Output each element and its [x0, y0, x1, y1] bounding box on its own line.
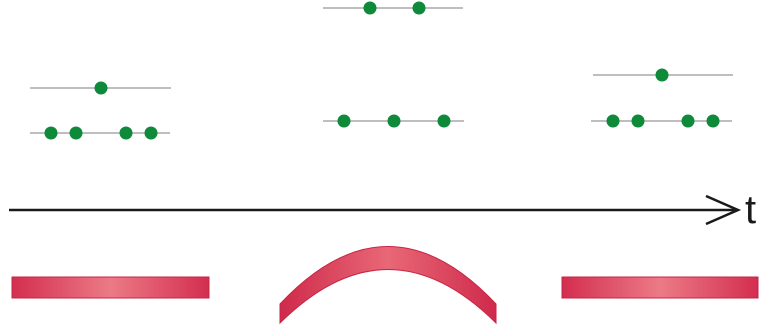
flat-plate-left	[12, 277, 209, 298]
stage-2-upper-dot	[413, 2, 426, 15]
time-axis-label: t	[745, 188, 756, 232]
time-axis: t	[9, 188, 756, 232]
stage-3-levels	[591, 69, 733, 128]
stage-2-upper-dot	[364, 2, 377, 15]
stage-1-lower-dot	[145, 127, 158, 140]
stage-3-upper-dot	[656, 69, 669, 82]
stage-2-lower-dot	[388, 115, 401, 128]
stage-2-lower-dot	[438, 115, 451, 128]
stage-2-lower-dot	[338, 115, 351, 128]
stage-2-levels	[323, 2, 464, 128]
curved-plate-center	[280, 247, 496, 324]
stage-3-lower-dot	[682, 115, 695, 128]
stage-1-lower-dot	[70, 127, 83, 140]
stage-3-lower-dot	[607, 115, 620, 128]
stage-3-lower-dot	[632, 115, 645, 128]
stage-1-lower-dot	[45, 127, 58, 140]
stage-1-lower-dot	[120, 127, 133, 140]
stage-1-upper-dot	[95, 82, 108, 95]
flat-plate-right	[562, 277, 758, 298]
stage-3-lower-dot	[707, 115, 720, 128]
membranes	[12, 247, 758, 324]
stage-1-levels	[30, 82, 171, 140]
